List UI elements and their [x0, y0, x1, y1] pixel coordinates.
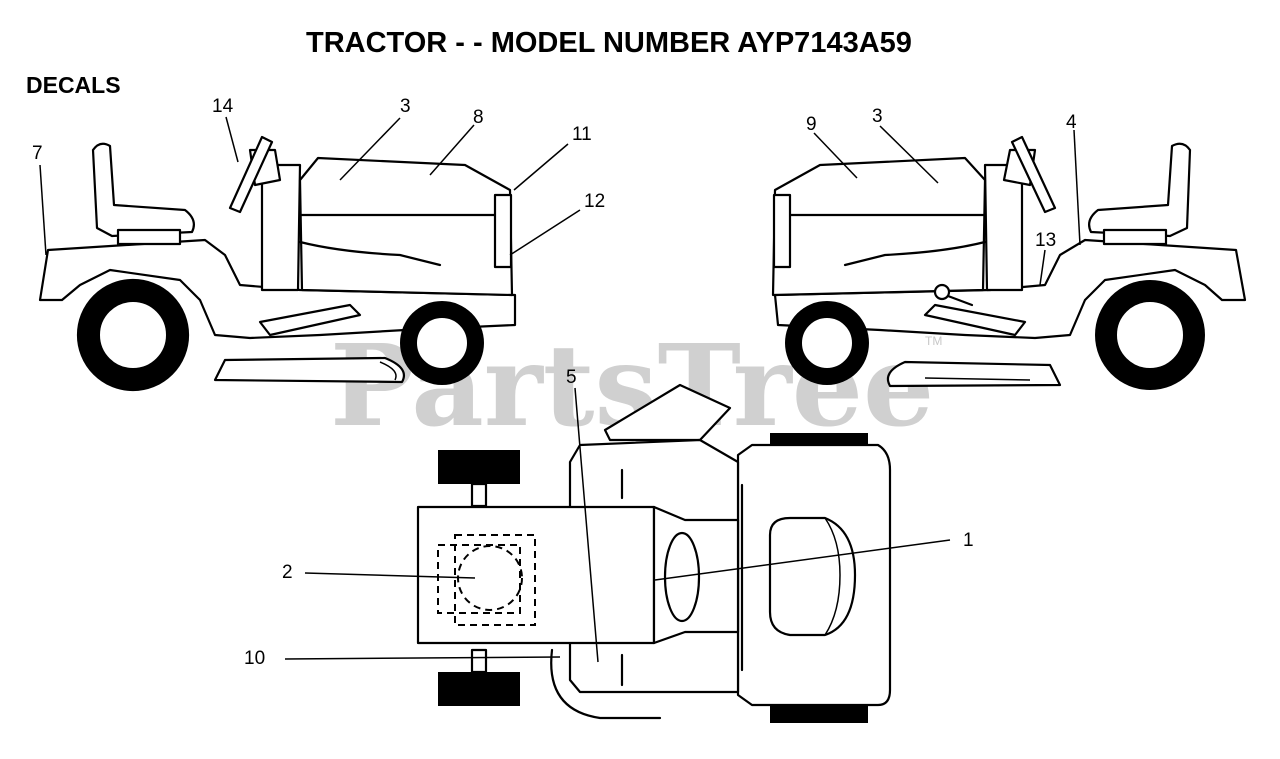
callout-leaders: [39, 116, 1081, 663]
callout-12: 12: [584, 191, 605, 212]
callout-10: 10: [244, 648, 265, 669]
tractor-right-side-view: [771, 135, 1247, 390]
section-label: DECALS: [26, 72, 121, 98]
callout-11: 11: [572, 124, 592, 145]
tractor-top-view: [416, 383, 892, 723]
callout-13: 13: [1035, 230, 1056, 251]
callout-2: 2: [282, 562, 293, 583]
callout-7: 7: [32, 143, 43, 164]
tractor-left-side-view: [38, 135, 517, 392]
callout-4: 4: [1066, 112, 1077, 133]
callout-8: 8: [473, 107, 484, 128]
callout-3-left: 3: [400, 96, 411, 117]
callout-1: 1: [963, 530, 974, 551]
callout-5: 5: [566, 367, 577, 388]
callout-3-right: 3: [872, 106, 883, 127]
callout-9: 9: [806, 114, 817, 135]
page-title: TRACTOR - - MODEL NUMBER AYP7143A59: [306, 27, 912, 59]
watermark-tm: TM: [925, 334, 942, 348]
callout-14: 14: [212, 96, 234, 117]
